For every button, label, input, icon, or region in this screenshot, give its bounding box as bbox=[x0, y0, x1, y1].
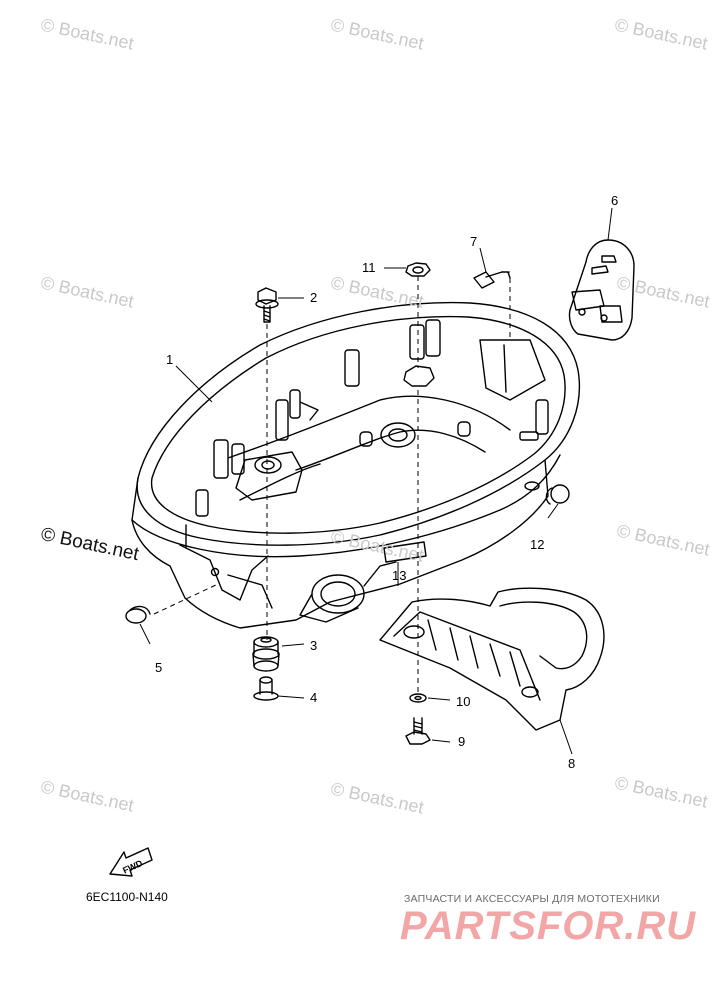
callout-2: 2 bbox=[310, 290, 317, 305]
handle-part-8 bbox=[379, 587, 605, 731]
callout-10: 10 bbox=[456, 694, 470, 709]
callout-9: 9 bbox=[458, 734, 465, 749]
callout-7: 7 bbox=[470, 234, 477, 249]
callout-11: 11 bbox=[362, 260, 376, 275]
callout-5: 5 bbox=[155, 660, 162, 675]
callout-13: 13 bbox=[392, 568, 406, 583]
bracket-cover-part-6 bbox=[568, 239, 635, 341]
fwd-label: FWD bbox=[121, 858, 144, 876]
assembly-lines bbox=[153, 276, 511, 694]
callout-4: 4 bbox=[310, 690, 317, 705]
callout-3: 3 bbox=[310, 638, 317, 653]
callouts: 1 2 3 4 5 6 7 8 9 10 11 12 13 bbox=[155, 193, 618, 771]
washer-part-10 bbox=[409, 693, 427, 703]
collar-part-4 bbox=[253, 676, 279, 701]
bolt-part-9 bbox=[405, 717, 431, 745]
fwd-arrow bbox=[109, 847, 153, 877]
plug-part-5 bbox=[125, 605, 151, 624]
screw-part-2 bbox=[255, 287, 279, 323]
bolt-part-7 bbox=[473, 271, 511, 289]
callout-6: 6 bbox=[611, 193, 618, 208]
callout-8: 8 bbox=[568, 756, 575, 771]
bottom-cowling-part-1 bbox=[131, 301, 581, 629]
brand-tagline: ЗАПЧАСТИ И АКСЕССУАРЫ ДЛЯ МОТОТЕХНИКИ bbox=[404, 893, 660, 905]
callout-12: 12 bbox=[530, 537, 544, 552]
reference-code: 6EC1100-N140 bbox=[86, 890, 168, 904]
leader-lines bbox=[139, 207, 613, 755]
callout-1: 1 bbox=[166, 352, 173, 367]
plug-part-12 bbox=[545, 484, 570, 505]
brand-logo: PARTSFOR.RU bbox=[400, 904, 697, 948]
grommet-part-3 bbox=[252, 636, 280, 672]
